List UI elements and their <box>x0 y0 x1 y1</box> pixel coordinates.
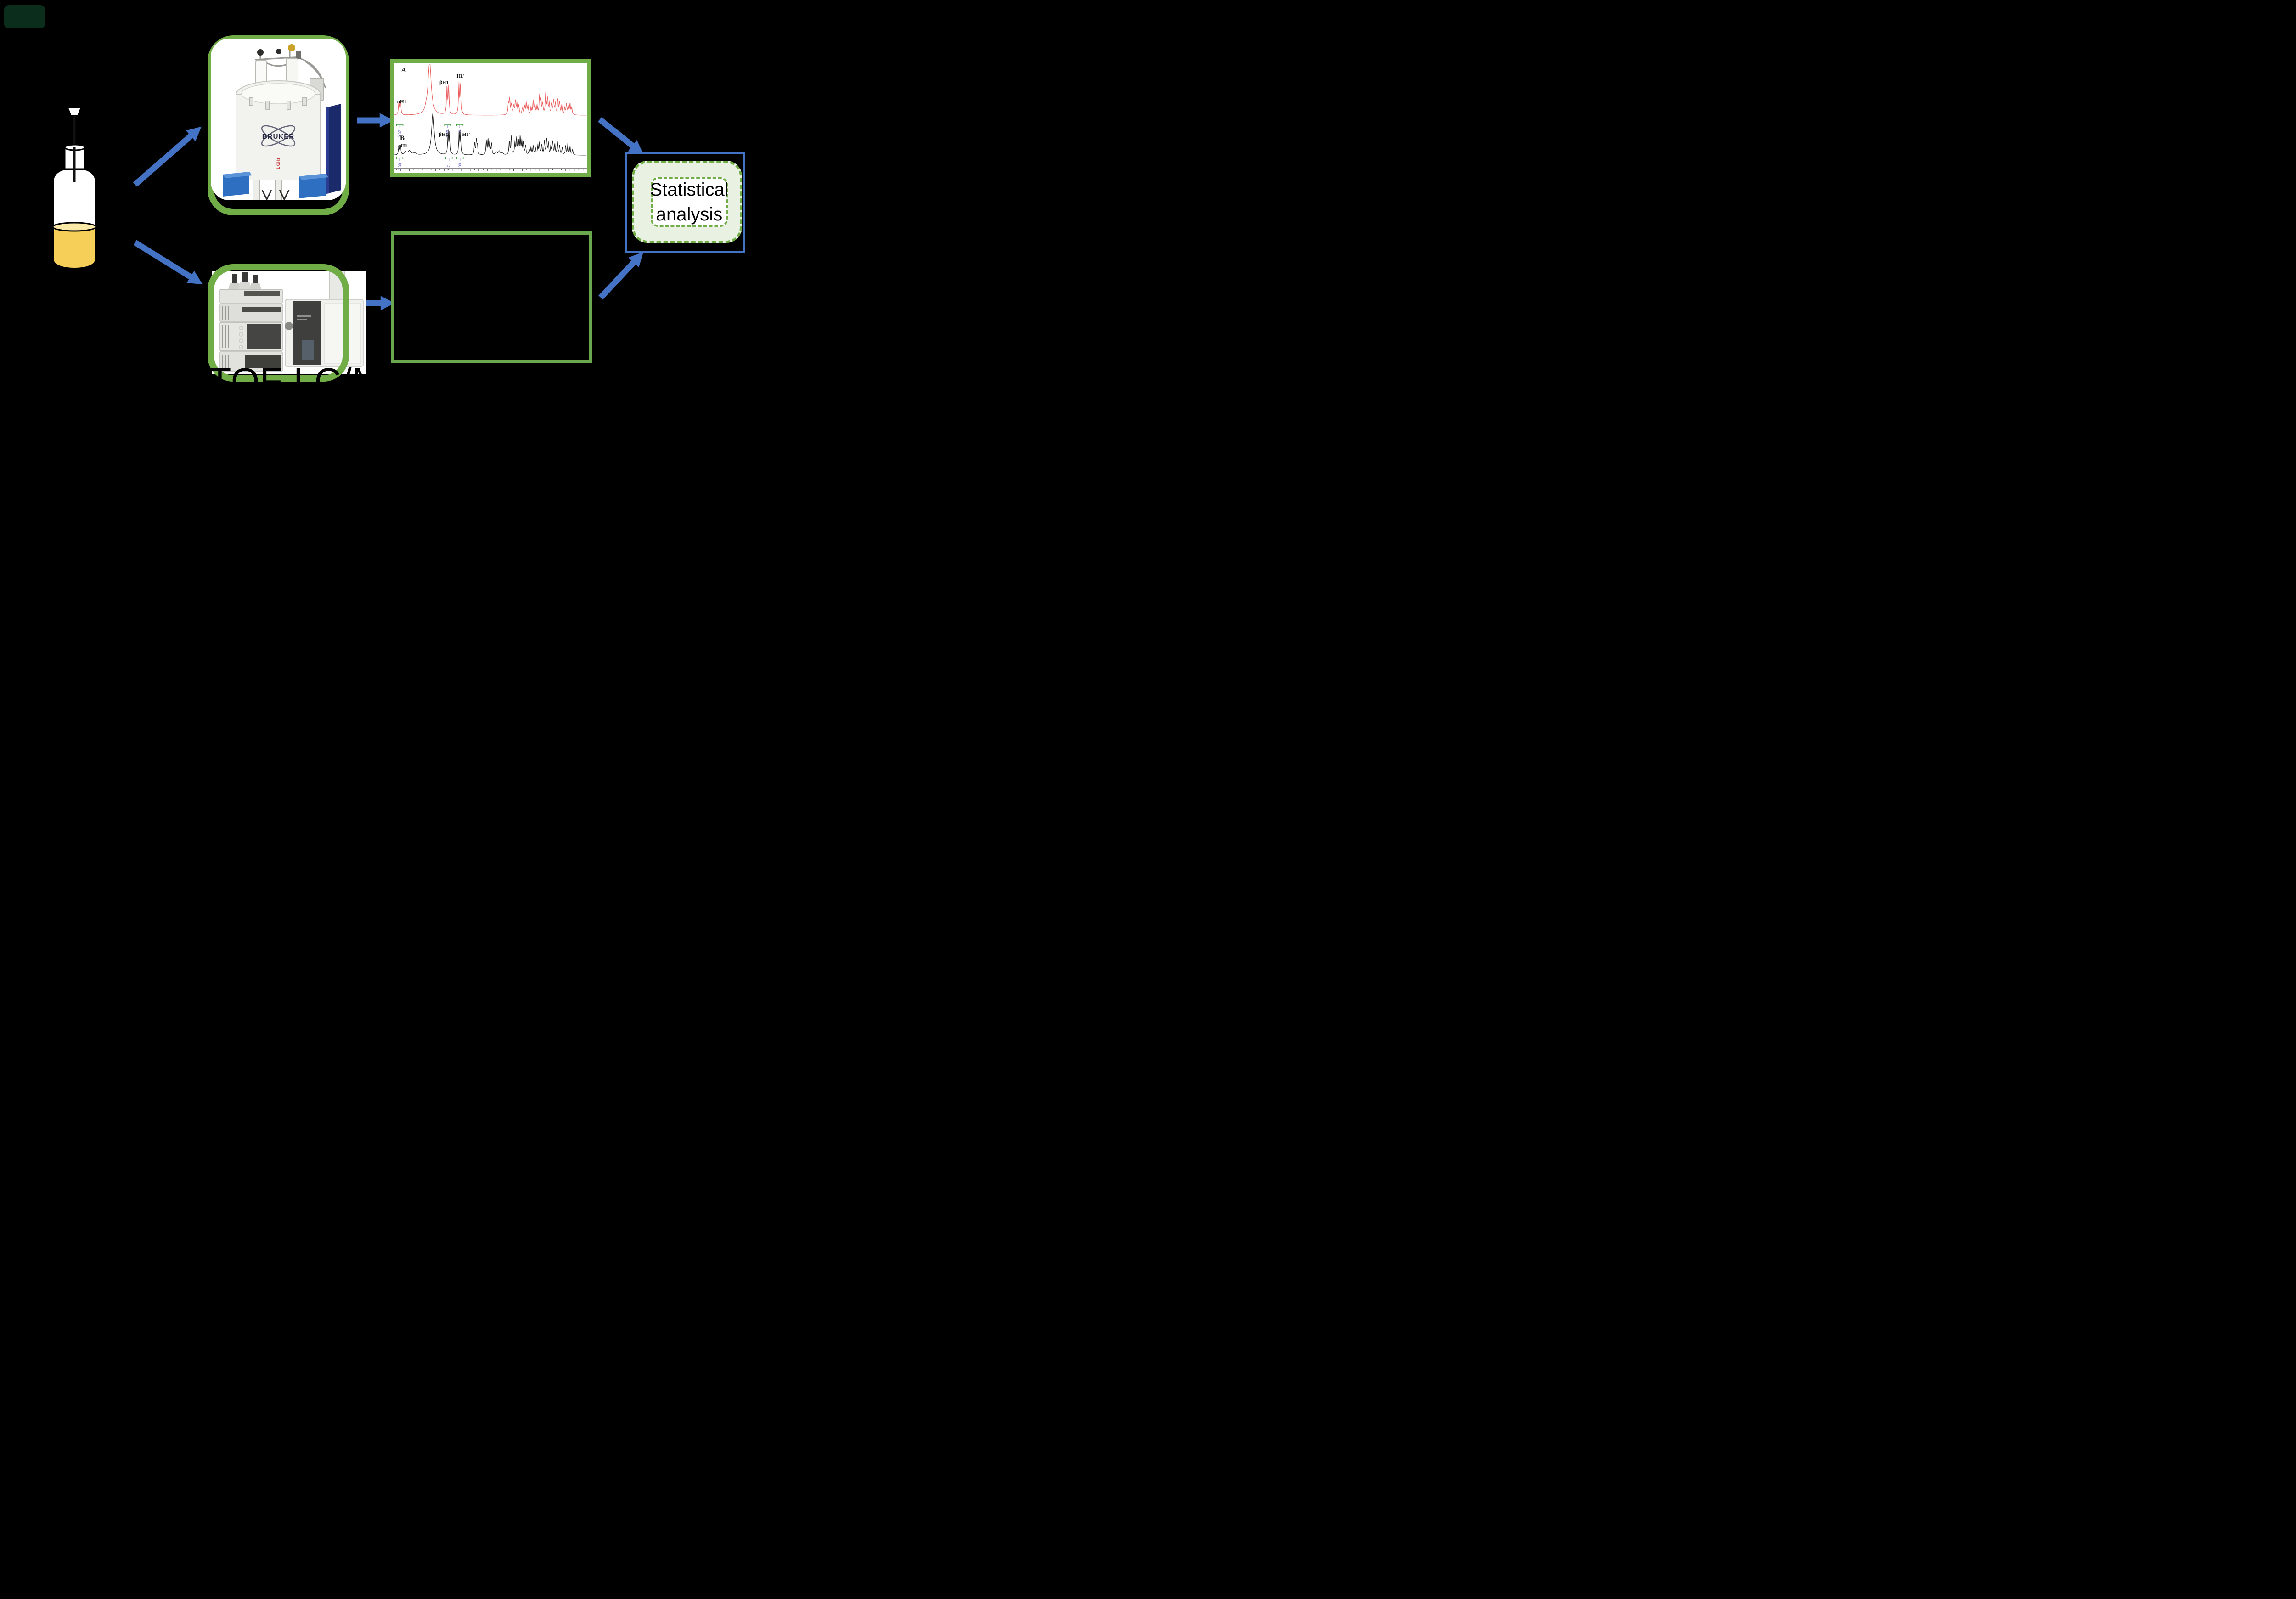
arrow-sample-to-nmr <box>133 126 202 187</box>
stat-box-green-frame: Statistical analysis <box>632 161 742 243</box>
svg-text:4.2: 4.2 <box>484 172 491 173</box>
svg-text:3.7: 3.7 <box>528 172 535 173</box>
svg-text:4.8: 4.8 <box>432 172 439 173</box>
bottle-liquid <box>53 227 96 269</box>
pipette-rod-lower <box>73 147 76 182</box>
svg-text:3.4: 3.4 <box>554 172 561 173</box>
nmr-spectrum-caption: ¹H NMR spectrum <box>391 182 575 208</box>
svg-text:4.1: 4.1 <box>493 172 500 173</box>
svg-text:H1': H1' <box>462 132 470 137</box>
sample-caption-line2: metabolites <box>29 294 124 315</box>
dome-studs <box>249 97 307 110</box>
svg-text:4.9: 4.9 <box>423 172 430 173</box>
svg-text:0.37: 0.37 <box>398 130 402 137</box>
svg-text:5.2: 5.2 <box>397 172 404 173</box>
arrow-sample-to-lcms <box>133 240 203 285</box>
svg-text:4.5: 4.5 <box>458 172 465 173</box>
svg-text:3.5: 3.5 <box>545 172 552 173</box>
svg-text:3.2: 3.2 <box>571 172 578 173</box>
stat-label-line1: Statistical <box>650 180 729 200</box>
nmr-spectra-plot: 5.25.15.04.94.84.74.64.54.44.34.24.14.03… <box>388 64 587 177</box>
svg-text:4.6: 4.6 <box>450 172 456 173</box>
svg-text:3.3: 3.3 <box>563 172 569 173</box>
bruker-logo: BRUKER 1 GHz <box>261 125 296 169</box>
bruker-logo-text: BRUKER <box>262 133 294 141</box>
svg-text:αH1: αH1 <box>397 99 406 105</box>
magnet-legs <box>253 180 282 200</box>
corner-accent-box <box>4 5 45 28</box>
svg-text:αH1: αH1 <box>398 143 407 149</box>
svg-text:βH1: βH1 <box>439 132 448 137</box>
svg-text:βH1: βH1 <box>439 80 449 85</box>
svg-text:1.00: 1.00 <box>458 163 462 170</box>
fitting <box>296 51 301 59</box>
sample-caption-line1: Intra/extracellular <box>6 268 147 288</box>
nmr-instrument-photo: BRUKER 1 GHz <box>211 39 346 200</box>
navy-console-panel <box>326 104 341 194</box>
svg-text:3.8: 3.8 <box>519 172 526 173</box>
svg-text:4.0: 4.0 <box>501 172 508 173</box>
valve-knob <box>257 49 264 56</box>
svg-text:1.00: 1.00 <box>458 130 462 137</box>
magnet-body <box>236 94 321 180</box>
figure-canvas: Technical platform Data analysis Intra/e… <box>0 0 745 400</box>
svg-text:5.0: 5.0 <box>415 172 422 173</box>
svg-text:A: A <box>401 67 406 74</box>
pipette-tip-icon <box>67 107 82 116</box>
stat-box-inner: Statistical analysis <box>650 177 729 227</box>
sample-caption: Intra/extracellular metabolites <box>0 265 153 318</box>
svg-text:B: B <box>400 135 405 142</box>
nmr-spectrometer-illustration: BRUKER 1 GHz <box>211 39 346 200</box>
svg-text:3.6: 3.6 <box>536 172 543 173</box>
urine-sample-bottle <box>52 107 97 270</box>
bottle-outline <box>52 227 97 270</box>
magnet-model-text: 1 GHz <box>276 158 281 169</box>
lcms-spectrum-caption: LC/MS spectrum <box>417 368 565 390</box>
lcms-instrument-box <box>208 264 349 382</box>
header-data-analysis: Data analysis <box>410 32 557 59</box>
arrow-spectra-to-stat <box>597 117 644 155</box>
arrow-mspanel-to-stat <box>598 252 644 300</box>
statistical-analysis-box: Statistical analysis <box>625 152 745 253</box>
svg-text:H1': H1' <box>456 73 464 79</box>
svg-text:4.7: 4.7 <box>441 172 448 173</box>
stat-label-line2: analysis <box>656 204 723 225</box>
lcms-instrument-caption: QTOF LC/MS <box>180 360 408 400</box>
magnet-top-plate <box>241 83 315 104</box>
hplc-stack <box>219 289 283 372</box>
vibration-damper-right <box>299 174 328 198</box>
stack-knobs <box>239 326 243 349</box>
vibration-damper-left <box>223 172 252 197</box>
support-braces <box>261 190 290 200</box>
svg-text:0.71: 0.71 <box>447 163 451 170</box>
flow-arrows <box>133 113 644 310</box>
stat-box-label: Statistical analysis <box>650 177 728 227</box>
lcms-spectrum-panel <box>391 231 592 363</box>
svg-text:4.3: 4.3 <box>476 172 483 173</box>
svg-text:4.4: 4.4 <box>467 172 474 173</box>
svg-text:3.9: 3.9 <box>510 172 517 173</box>
brass-valve <box>288 44 295 51</box>
nmr-spectra-panel: 5.25.15.04.94.84.74.64.54.44.34.24.14.03… <box>388 59 591 177</box>
svg-text:0.39: 0.39 <box>398 163 402 170</box>
svg-text:3.1: 3.1 <box>580 172 586 173</box>
header-technical-platform: Technical platform <box>197 9 360 32</box>
valve-knob <box>276 49 281 54</box>
svg-text:5.1: 5.1 <box>406 172 413 173</box>
navy-panel-edge <box>326 107 329 194</box>
